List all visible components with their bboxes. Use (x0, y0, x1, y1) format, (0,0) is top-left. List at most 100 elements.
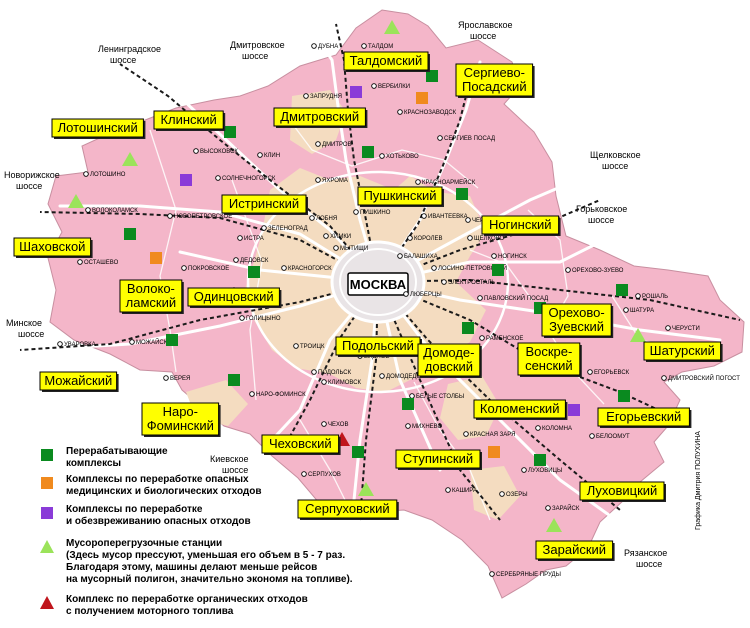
processing-complex-marker (224, 126, 236, 138)
town-name: ТАЛДОМ (368, 44, 393, 50)
district-label: Шатурский (643, 341, 723, 362)
town: ПАВЛОВСКИЙ ПОСАД (477, 294, 548, 302)
district-label: Дмитровский (273, 107, 368, 128)
town: ВЕРЕЯ (163, 375, 190, 382)
district-name: Ступинский (403, 451, 473, 466)
highway-label: Щелковское (590, 150, 641, 160)
town: ТАЛДОМ (361, 43, 393, 50)
town-name: БЕЛЫЕ СТОЛБЫ (416, 394, 464, 400)
highway-label: шоссе (602, 161, 628, 171)
town-name: НОГИНСК (498, 254, 527, 260)
district-label: Сергиево-Посадский (455, 63, 535, 98)
legend-line: Комплекс по переработке органических отх… (66, 594, 308, 605)
processing-complex-marker (492, 264, 504, 276)
town-name: ШАТУРА (630, 308, 654, 314)
district-name-line2: Посадский (462, 79, 527, 94)
town: ОРЕХОВО-ЗУЕВО (565, 267, 624, 274)
town: ВЕРБИЛКИ (371, 83, 410, 90)
district-name: Пушкинский (363, 188, 436, 203)
highway-label: Дмитровское (230, 40, 285, 50)
town: ДУБНА (311, 43, 338, 50)
highway-label: шоссе (16, 181, 42, 191)
legend-line: Комплексы по переработке (66, 504, 203, 515)
transfer-station-marker (630, 328, 646, 342)
town: БАЛАШИХА (397, 253, 438, 260)
legend-item-organic: Комплекс по переработке органических отх… (40, 594, 308, 618)
district-label: Воскре-сенский (517, 342, 582, 377)
town-name: СЕРПУХОВ (308, 472, 341, 478)
town-name: ЧЕРУСТИ (672, 326, 700, 332)
town-name: ИВАНТЕЕВКА (428, 214, 468, 220)
town-name: ЯХРОМА (322, 178, 348, 184)
town-name: ДУБНА (318, 44, 338, 50)
town: ИВАНТЕЕВКА (421, 213, 468, 220)
district-name: Сергиево- (464, 65, 525, 80)
highway-label: шоссе (18, 329, 44, 339)
town: ЛУХОВИЦЫ (521, 467, 562, 474)
town: ТРОИЦК (293, 343, 325, 350)
legend-line: Комплексы по переработке опасных (66, 474, 249, 485)
town-name: ЛЮБЕРЦЫ (410, 292, 442, 298)
processing-complex-marker (534, 454, 546, 466)
town-name: ДЕДОВСК (240, 258, 269, 264)
town-name: ОСТАШЕВО (84, 260, 119, 266)
district-label: Коломенский (473, 399, 568, 420)
legend-line: Мусороперегрузочные станции (66, 538, 223, 549)
district-label: Чеховский (261, 434, 341, 455)
suburb-area (440, 376, 500, 440)
town: ШАТУРА (623, 307, 654, 314)
town: ЛОСИНО-ПЕТРОВСКИЙ (431, 264, 507, 272)
town-name: КЛИМОВСК (328, 380, 362, 386)
legend-line: комплексы (66, 458, 122, 469)
processing-complex-marker (456, 188, 468, 200)
town: ЭЛЕКТРОСТАЛЬ (441, 279, 495, 286)
town-name: ГОЛИЦЫНО (246, 316, 281, 322)
highway-label: шоссе (470, 31, 496, 41)
town-name: ЛОБНЯ (316, 216, 337, 222)
town-name: ИСТРА (244, 236, 264, 242)
town-name: ОЗЕРЫ (506, 492, 528, 498)
town: СЕРПУХОВ (301, 471, 341, 478)
district-label: Егорьевский (597, 407, 692, 428)
district-label: Ступинский (395, 449, 482, 470)
processing-complex-marker (362, 146, 374, 158)
district-label: Клинский (153, 110, 226, 131)
processing-complex-marker (616, 284, 628, 296)
district-name-line2: Зуевский (549, 319, 604, 334)
district-name: Ногинский (489, 217, 552, 232)
medical-legend-icon (41, 477, 53, 489)
town: УВАРОВКА (57, 341, 96, 348)
district-name-line2: сенский (525, 358, 573, 373)
town: ЧЕХОВ (321, 421, 348, 428)
processing-complex-marker (352, 446, 364, 458)
highway-label: Рязанское (624, 548, 667, 558)
town-name: ВЕРЕЯ (170, 376, 190, 382)
town-name: КОРОЛЕВ (414, 236, 443, 242)
transfer-station-marker (358, 482, 374, 496)
legend-line: медицинских и биологических отходов (66, 486, 262, 497)
graphic-credit: Графика Дмитрия ПОЛУХИНА (695, 431, 702, 530)
district-name: Можайский (44, 373, 112, 388)
processing-complex-marker (462, 322, 474, 334)
town: МОЖАЙСК (129, 338, 168, 346)
town-name: ПОДОЛЬСК (318, 370, 352, 376)
highway-label: Горьковское (576, 204, 627, 214)
district-label: Лотошинский (51, 118, 146, 139)
town: КРАСНОГОРСК (281, 265, 332, 272)
town-name: ПОКРОВСКОЕ (188, 266, 229, 272)
district-label: Наро-Фоминский (141, 402, 221, 437)
town: ГОЛИЦЫНО (239, 315, 281, 322)
district-label: Можайский (39, 371, 119, 392)
district-name: Наро- (163, 404, 198, 419)
suburb-area (470, 466, 520, 520)
town-name: ПУШКИНО (360, 210, 391, 216)
town: БЕЛЫЕ СТОЛБЫ (409, 393, 464, 400)
district-label: Серпуховский (297, 499, 399, 520)
district-name: Талдомский (350, 53, 423, 68)
town-name: БАЛАШИХА (404, 254, 438, 260)
town-name: ДОМОДЕДОВО (386, 374, 430, 380)
